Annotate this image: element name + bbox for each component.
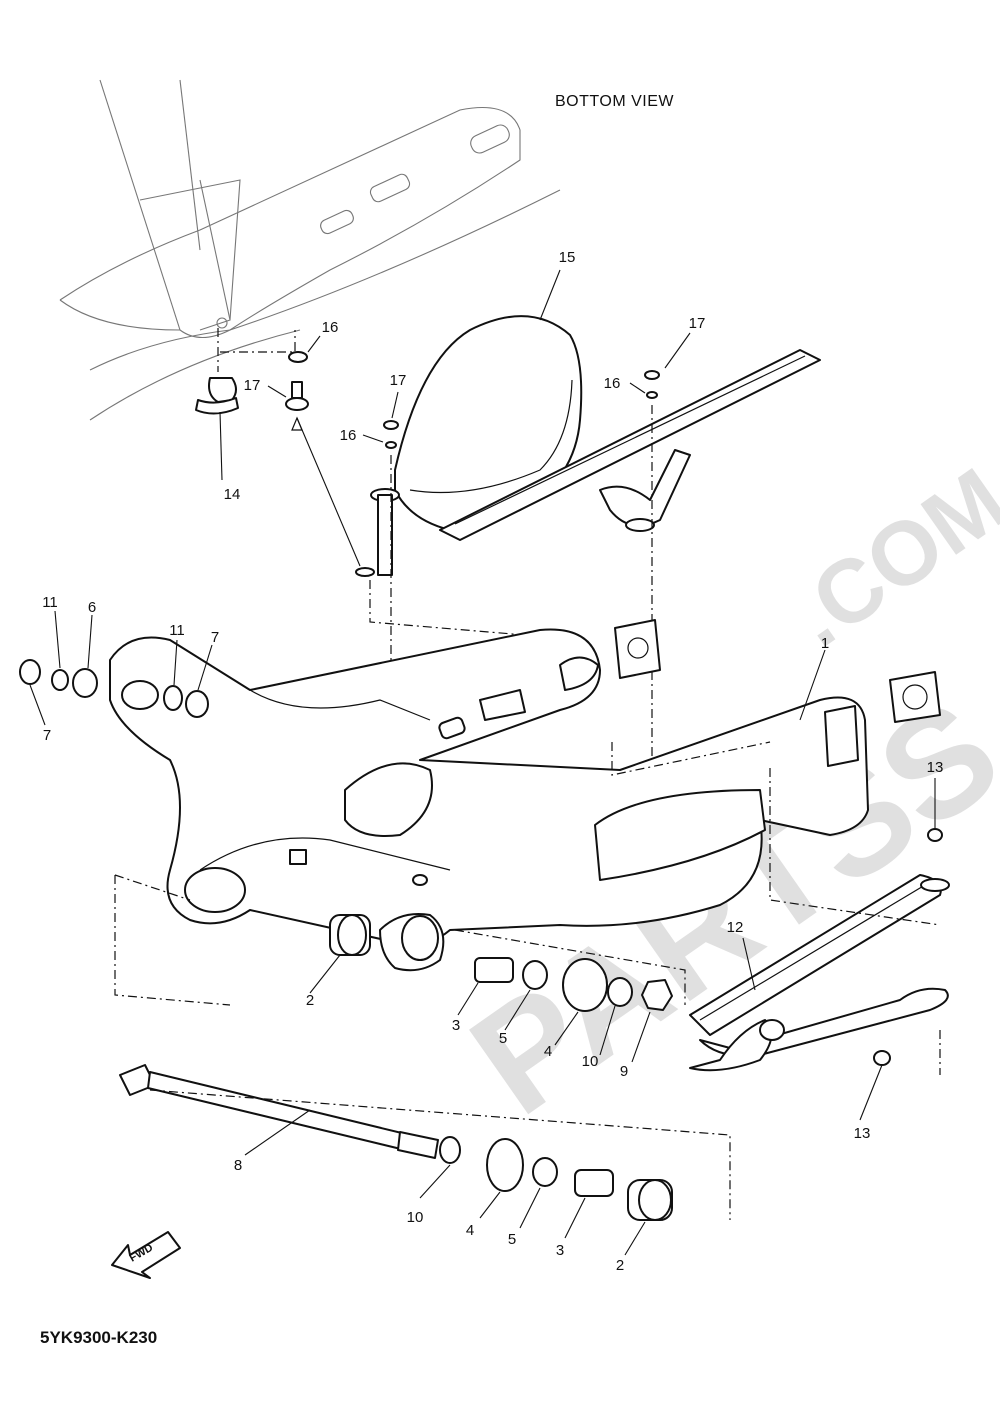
bottom-view-frame-sketch <box>59 79 561 421</box>
part-8-pivot-shaft <box>119 1064 731 1221</box>
callout-1: 1 <box>821 635 829 652</box>
callout-leaders <box>29 269 936 1256</box>
part-15-chain-guard <box>370 315 821 576</box>
callout-10: 10 <box>582 1053 599 1070</box>
callouts: 1 2 2 3 3 4 4 5 5 6 7 7 8 9 10 10 11 11 … <box>42 249 943 1274</box>
callout-4: 4 <box>466 1222 474 1239</box>
part-12-brace <box>689 768 950 1075</box>
bolt-washer-left <box>285 351 375 577</box>
callout-3: 3 <box>556 1242 564 1259</box>
callout-5: 5 <box>508 1231 516 1248</box>
pivot-hardware-upper <box>114 874 686 1012</box>
part-1-swingarm <box>109 628 869 947</box>
callout-15: 15 <box>559 249 576 266</box>
callout-16: 16 <box>340 427 357 444</box>
callout-8: 8 <box>234 1157 242 1174</box>
callout-13: 13 <box>854 1125 871 1142</box>
callout-17: 17 <box>390 372 407 389</box>
callout-17: 17 <box>689 315 706 332</box>
callout-16: 16 <box>604 375 621 392</box>
callout-11: 11 <box>42 594 58 611</box>
callout-7: 7 <box>211 629 219 646</box>
diagram-code: 5YK9300-K230 <box>40 1328 157 1347</box>
fwd-arrow: FWD <box>111 1231 181 1279</box>
pivot-bushings-left <box>19 659 209 718</box>
callout-6: 6 <box>88 599 96 616</box>
watermark-suffix: .COM <box>774 450 1000 667</box>
callout-11: 11 <box>169 622 185 639</box>
callout-12: 12 <box>727 919 744 936</box>
callout-13: 13 <box>927 759 944 776</box>
guard-bolts <box>369 370 660 760</box>
callout-7: 7 <box>43 727 51 744</box>
callout-14: 14 <box>224 486 241 503</box>
part-14-clamp <box>195 328 296 415</box>
callout-2: 2 <box>616 1257 624 1274</box>
callout-2: 2 <box>306 992 314 1009</box>
callout-9: 9 <box>620 1063 628 1080</box>
callout-3: 3 <box>452 1017 460 1034</box>
callout-5: 5 <box>499 1030 507 1047</box>
callout-4: 4 <box>544 1043 552 1060</box>
callout-16: 16 <box>322 319 339 336</box>
clip-parts <box>614 619 941 723</box>
view-title: BOTTOM VIEW <box>555 93 674 110</box>
callout-17: 17 <box>244 377 261 394</box>
callout-10: 10 <box>407 1209 424 1226</box>
